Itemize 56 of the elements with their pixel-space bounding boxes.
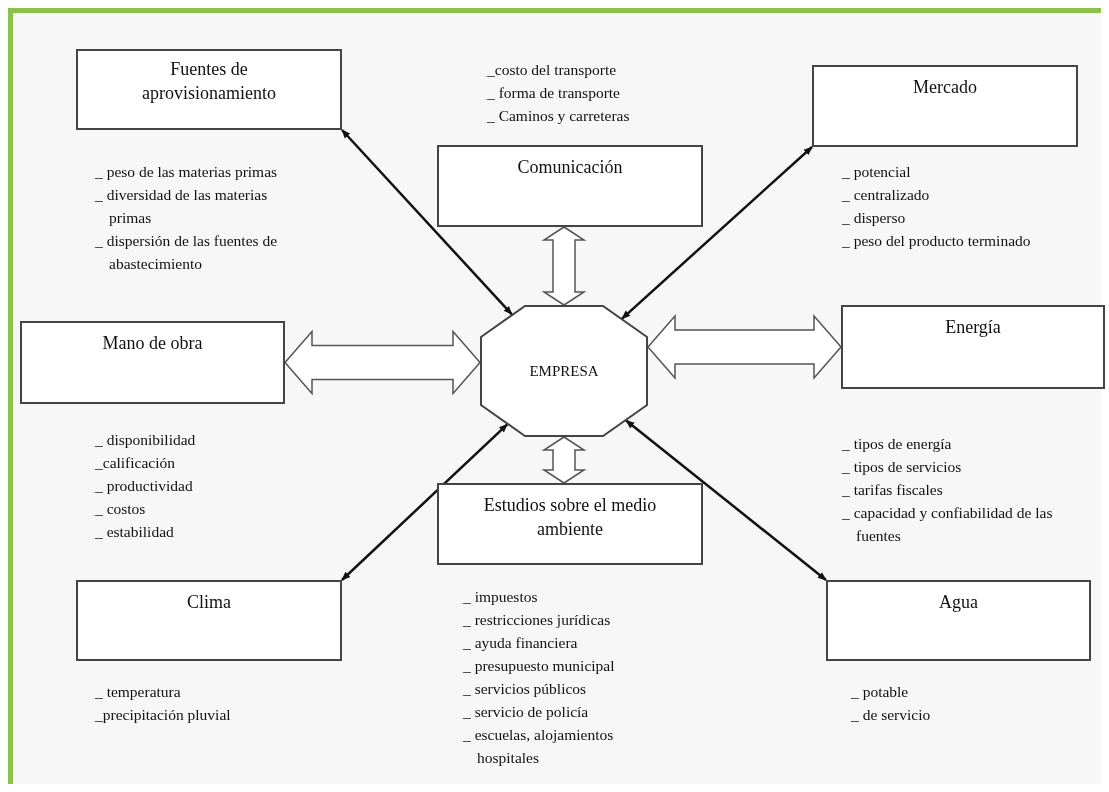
node-title: Mercado bbox=[912, 76, 978, 99]
list-item: _precipitación pluvial bbox=[95, 705, 232, 725]
node-title: EMPRESA bbox=[529, 362, 599, 381]
node-title: Comunicación bbox=[516, 156, 624, 179]
list-item: _ potable bbox=[851, 682, 910, 702]
factor-box bbox=[812, 65, 1078, 147]
arrow bbox=[341, 423, 509, 581]
factor-box bbox=[826, 580, 1091, 661]
factor-box bbox=[20, 321, 285, 404]
list-item: _ presupuesto municipal bbox=[463, 656, 616, 676]
list-item: _ peso de las materias primas bbox=[95, 162, 279, 182]
list-item: _costo del transporte bbox=[487, 60, 618, 80]
list-item: _ impuestos bbox=[463, 587, 539, 607]
list-item: _ productividad bbox=[95, 476, 194, 496]
list-item: _ temperatura bbox=[95, 682, 182, 702]
factor-box bbox=[76, 580, 342, 661]
list-item: _ potencial bbox=[842, 162, 912, 182]
list-item: _ restricciones jurídicas bbox=[463, 610, 612, 630]
factor-box bbox=[437, 145, 703, 227]
list-item: _ estabilidad bbox=[95, 522, 175, 542]
block-double-arrow bbox=[647, 314, 842, 380]
factor-box bbox=[841, 305, 1105, 389]
list-item: _ servicio de policía bbox=[463, 702, 590, 722]
list-item: _ tipos de energía bbox=[842, 434, 953, 454]
block-double-arrow bbox=[541, 226, 587, 306]
node-title: Fuentes de aprovisionamiento bbox=[141, 58, 277, 105]
list-item: _ diversidad de las materias primas bbox=[95, 185, 269, 228]
list-item: _ tarifas fiscales bbox=[842, 480, 944, 500]
list-item: _ costos bbox=[95, 499, 147, 519]
block-double-arrow bbox=[541, 436, 587, 484]
list-item: _ centralizado bbox=[842, 185, 931, 205]
block-double-arrow bbox=[284, 329, 481, 396]
arrow bbox=[625, 419, 827, 581]
factor-box bbox=[76, 49, 342, 130]
list-item: _ ayuda financiera bbox=[463, 633, 579, 653]
list-item: _ disponibilidad bbox=[95, 430, 197, 450]
list-item: _ dispersión de las fuentes de abastecimiento bbox=[95, 231, 279, 274]
list-item: _ tipos de servicios bbox=[842, 457, 963, 477]
factor-box bbox=[437, 483, 703, 565]
list-item: _ servicios públicos bbox=[463, 679, 588, 699]
node-title: Agua bbox=[938, 591, 979, 614]
list-item: _ forma de transporte bbox=[487, 83, 621, 103]
arrow bbox=[621, 146, 813, 320]
node-title: Energía bbox=[944, 316, 1002, 339]
arrow bbox=[341, 129, 513, 316]
list-item: _calificación bbox=[95, 453, 177, 473]
list-item: _ Caminos y carreteras bbox=[487, 106, 631, 126]
octagon-node bbox=[480, 305, 648, 437]
node-title: Mano de obra bbox=[101, 332, 204, 355]
node-title: Estudios sobre el medio ambiente bbox=[482, 494, 658, 541]
list-item: _ de servicio bbox=[851, 705, 932, 725]
list-item: _ capacidad y confiabilidad de las fuentes bbox=[842, 503, 1054, 546]
list-item: _ peso del producto terminado bbox=[842, 231, 1032, 251]
node-title: Clima bbox=[186, 591, 232, 614]
list-item: _ escuelas, alojamientos hospitales bbox=[463, 725, 615, 768]
list-item: _ disperso bbox=[842, 208, 907, 228]
